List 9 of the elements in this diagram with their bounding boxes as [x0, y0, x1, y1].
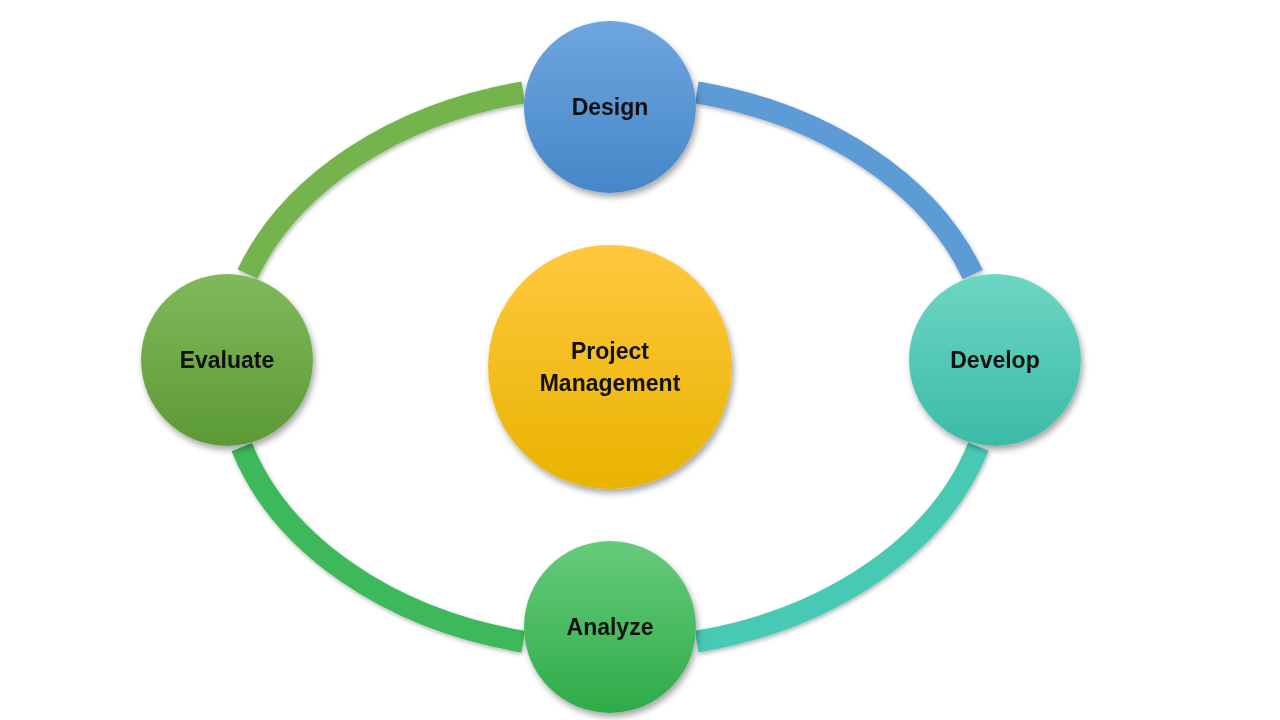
connector-arc — [237, 81, 526, 280]
circle-label: Evaluate — [179, 345, 275, 375]
connector-arc — [694, 81, 983, 280]
connector-arc — [231, 442, 526, 653]
connector-arc — [694, 441, 989, 653]
circle-label: Project Management — [538, 336, 682, 398]
circle-label: Develop — [950, 345, 1040, 375]
circle-label: Design — [571, 92, 649, 122]
circle-label: Analyze — [566, 612, 654, 642]
